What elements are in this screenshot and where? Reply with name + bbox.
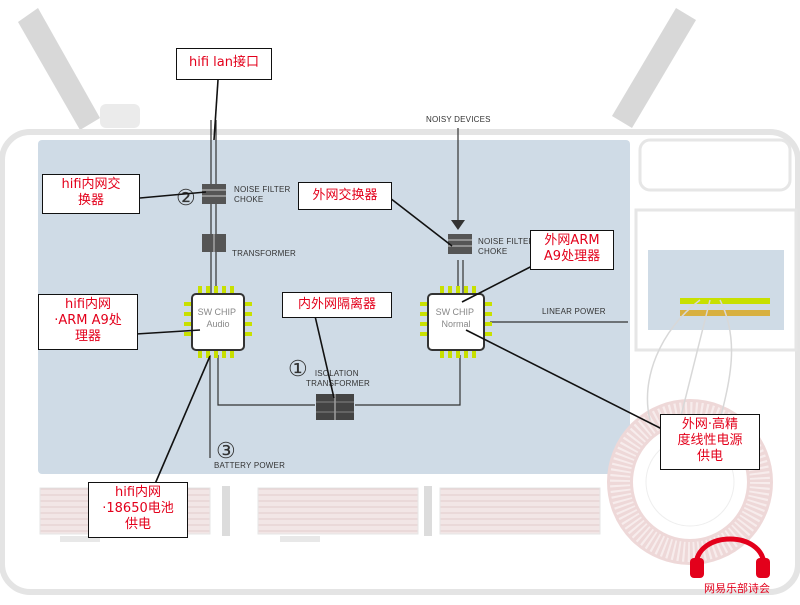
case-knob [100,104,140,128]
noise-filter-choke-right [448,234,472,254]
marker-1: ① [288,357,308,382]
noise-filter-choke-left [202,184,226,204]
power-board [648,250,784,330]
marker-2: ② [176,186,196,211]
noisy-devices-label: NOISY DEVICES [426,115,491,124]
callout-hifi-switch: hifi内网交 换器 [42,174,140,214]
iso-line2: TRANSFORMER [306,379,370,388]
battery-power-label: BATTERY POWER [214,461,285,470]
chip-normal-line2: Normal [441,319,470,329]
noise-filter-choke-left-label: NOISE FILTER CHOKE [234,185,293,204]
router-case [0,129,800,595]
callout-hifi-battery: hifi内网 ·18650电池 供电 [88,482,188,538]
chip-audio-line1: SW CHIP [198,307,236,317]
callout-hifi-lan: hifi lan接口 [176,48,272,80]
nfc-left-line1: NOISE FILTER [234,185,291,194]
nfc-left-line2: CHOKE [234,195,263,204]
headphone-logo-icon [690,536,770,578]
watermark-logo: 网易乐部诗会 [674,534,800,600]
antenna-right [612,8,696,128]
nfc-right-line1: NOISE FILTER [478,237,535,246]
callout-isolator: 内外网隔离器 [282,292,392,318]
callout-hifi-arm: hifi内网 ·ARM A9处 理器 [38,294,138,350]
iso-line1: ISOLATION [315,369,359,378]
transformer-label: TRANSFORMER [232,249,296,258]
isolation-transformer [316,394,354,420]
chip-normal-line1: SW CHIP [436,307,474,317]
isolation-transformer-label: ISOLATION TRANSFORMER [306,369,370,388]
noise-filter-choke-right-label: NOISE FILTER CHOKE [478,237,537,256]
chip-normal [420,286,492,358]
watermark-text: 网易乐部诗会 [704,582,770,595]
marker-3: ③ [216,439,236,464]
noisy-devices-arrowhead [451,220,465,230]
callout-external-power: 外网·高精 度线性电源 供电 [660,414,760,470]
nfc-right-line2: CHOKE [478,247,507,256]
callout-external-switch: 外网交换器 [298,182,392,210]
transformer-left [202,234,226,252]
callout-pointers [135,79,665,485]
right-panel-frame [634,208,798,352]
chip-audio-line2: Audio [206,319,229,329]
right-module-frame [638,138,792,192]
callout-external-arm: 外网ARM A9处理器 [530,230,614,270]
chip-audio [184,286,252,358]
chip-normal-label: SW CHIP Normal [436,307,477,329]
antenna-left [18,8,100,130]
linear-power-label: LINEAR POWER [542,307,606,316]
chip-audio-label: SW CHIP Audio [198,307,239,329]
